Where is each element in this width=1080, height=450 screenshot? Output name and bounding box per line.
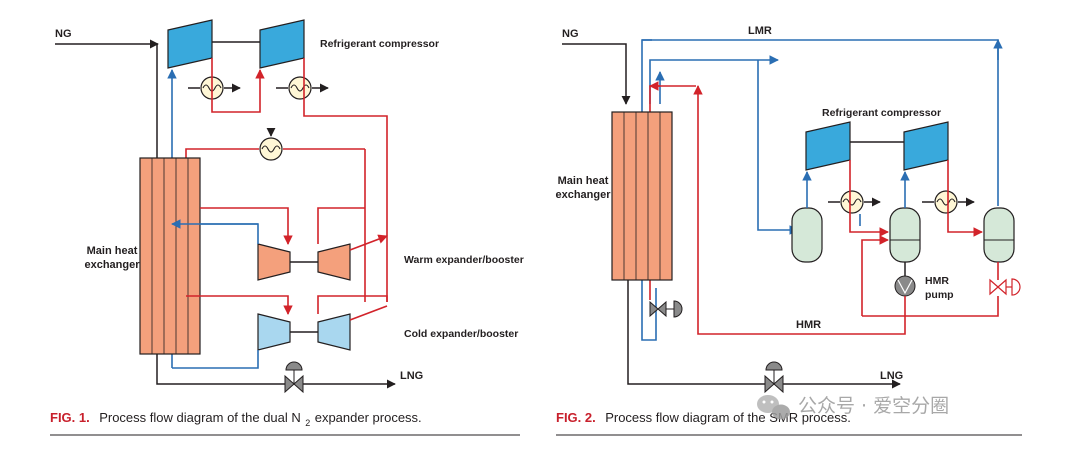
fig2-hmr-pump-label-2: pump bbox=[925, 289, 954, 301]
fig1-warm-booster-icon bbox=[317, 243, 351, 281]
fig1-compressor-2-icon bbox=[259, 19, 305, 69]
fig1-warm-expander-label: Warm expander/booster bbox=[404, 254, 524, 266]
fig1-main-heat-exchanger bbox=[139, 157, 201, 355]
fig1-ng-label: NG bbox=[55, 28, 72, 40]
fig1-warm-expander-icon bbox=[257, 243, 291, 281]
fig2-interstage-drum-icon bbox=[889, 207, 921, 263]
fig1-diagram: NG Refrigerant compressor Main heat exch bbox=[50, 19, 524, 436]
fig1-caption: FIG. 1. Process flow diagram of the dual… bbox=[50, 409, 422, 430]
fig2-hmr-pump-label-1: HMR bbox=[925, 275, 949, 287]
fig1-compressor-1-icon bbox=[167, 19, 213, 69]
fig1-aftercooler-icon bbox=[288, 76, 312, 100]
fig2-discharge-drum-icon bbox=[983, 207, 1015, 263]
fig1-cold-expander-icon bbox=[257, 313, 291, 351]
fig1-ng-to-lng-line bbox=[156, 44, 396, 389]
fig2-compressor-1-icon bbox=[805, 121, 851, 171]
fig2-lng-valve-icon bbox=[764, 361, 784, 394]
fig2-hmr-pump-icon bbox=[894, 275, 916, 297]
wechat-icon bbox=[757, 395, 790, 420]
fig2-main-heat-exchanger bbox=[611, 111, 673, 281]
watermark-text: 公众号 · 爱空分圈 bbox=[798, 395, 949, 417]
fig2-mhx-label-1: Main heat bbox=[558, 175, 609, 187]
fig2-diagram: NG LMR Main heat exchanger Refrigerant c… bbox=[555, 25, 1022, 436]
fig2-lmr-label: LMR bbox=[748, 25, 772, 37]
fig2-ng-label: NG bbox=[562, 28, 579, 40]
fig1-cooler-icon bbox=[259, 137, 283, 161]
fig1-cold-booster-icon bbox=[317, 313, 351, 351]
fig2-mhx-label-2: exchanger bbox=[555, 189, 611, 201]
fig2-aftercooler-icon bbox=[934, 190, 958, 214]
fig2-jt-valve-icon bbox=[649, 300, 683, 318]
fig2-lng-label: LNG bbox=[880, 370, 903, 382]
fig2-intercooler-icon bbox=[840, 190, 864, 214]
fig1-refrigerant-compressor-label: Refrigerant compressor bbox=[320, 38, 439, 50]
fig1-lng-valve-icon bbox=[284, 361, 304, 394]
fig2-hmr-valve-icon bbox=[989, 278, 1021, 296]
fig1-cold-expander-label: Cold expander/booster bbox=[404, 328, 518, 340]
fig1-lng-label: LNG bbox=[400, 370, 423, 382]
fig2-compressor-2-icon bbox=[903, 121, 949, 171]
fig1-mhx-label-1: Main heat bbox=[87, 245, 138, 257]
fig2-hmr-label: HMR bbox=[796, 319, 821, 331]
fig2-suction-drum-icon bbox=[791, 207, 823, 263]
fig1-mhx-label-2: exchanger bbox=[84, 259, 140, 271]
fig2-refrigerant-compressor-label: Refrigerant compressor bbox=[822, 107, 941, 119]
watermark: 公众号 · 爱空分圈 bbox=[757, 395, 949, 420]
